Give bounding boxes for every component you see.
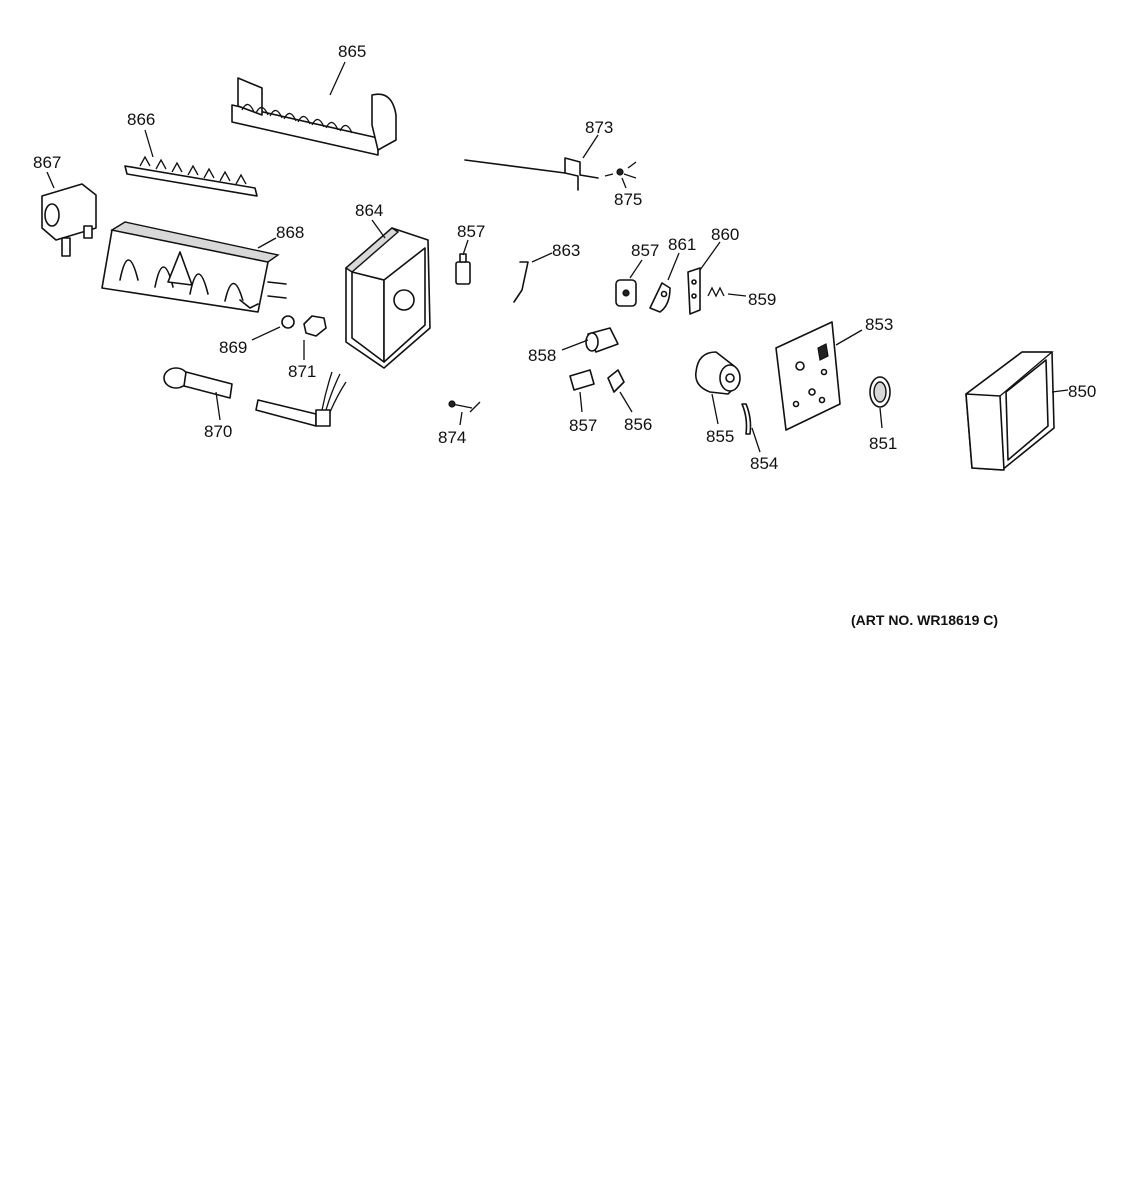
part-854 — [741, 403, 752, 435]
part-860 — [687, 267, 701, 315]
part-869 — [281, 315, 295, 329]
part-853-mounting-plate — [775, 321, 841, 431]
part-859-spring — [707, 286, 725, 298]
callout-856: 856 — [624, 415, 652, 434]
part-855-motor — [694, 351, 741, 395]
part-857-switch-a — [455, 253, 471, 285]
callout-873: 873 — [585, 118, 613, 137]
callout-863: 863 — [552, 241, 580, 260]
callout-870: 870 — [204, 422, 232, 441]
part-867-fill-cup — [41, 183, 97, 257]
callout-858: 858 — [528, 346, 556, 365]
callout-857-a: 857 — [457, 222, 485, 241]
part-871 — [303, 315, 327, 337]
part-868-mold-heater — [101, 221, 287, 313]
part-873-shutoff-arm — [464, 157, 599, 191]
callout-857-b: 857 — [631, 241, 659, 260]
callout-864: 864 — [355, 201, 383, 220]
part-861 — [649, 282, 671, 313]
callout-875: 875 — [614, 190, 642, 209]
part-874-screw — [448, 400, 481, 413]
part-858-thermostat — [585, 327, 619, 353]
part-870-fill-tube — [163, 367, 233, 399]
part-851-knob — [869, 376, 891, 408]
callout-860: 860 — [711, 225, 739, 244]
part-865-stripper — [231, 77, 397, 156]
callout-871: 871 — [288, 362, 316, 381]
callout-859: 859 — [748, 290, 776, 309]
callout-874: 874 — [438, 428, 466, 447]
callout-857-c: 857 — [569, 416, 597, 435]
callout-861: 861 — [668, 235, 696, 254]
callout-855: 855 — [706, 427, 734, 446]
callout-851: 851 — [869, 434, 897, 453]
part-866-ejector — [124, 155, 258, 197]
part-864-housing — [344, 227, 431, 369]
callout-869: 869 — [219, 338, 247, 357]
callout-865: 865 — [338, 42, 366, 61]
callout-867: 867 — [33, 153, 61, 172]
art-number: (ART NO. WR18619 C) — [851, 612, 999, 628]
part-875 — [604, 161, 637, 179]
part-850-cover — [965, 351, 1055, 471]
callout-854: 854 — [750, 454, 778, 473]
part-863-lever — [513, 261, 529, 303]
part-856 — [607, 369, 625, 393]
part-857-switch-c — [569, 369, 595, 391]
callout-868: 868 — [276, 223, 304, 242]
callout-853: 853 — [865, 315, 893, 334]
callout-850: 850 — [1068, 382, 1096, 401]
part-857-switch-b — [615, 279, 637, 307]
part-wire-harness — [255, 371, 347, 427]
callout-866: 866 — [127, 110, 155, 129]
